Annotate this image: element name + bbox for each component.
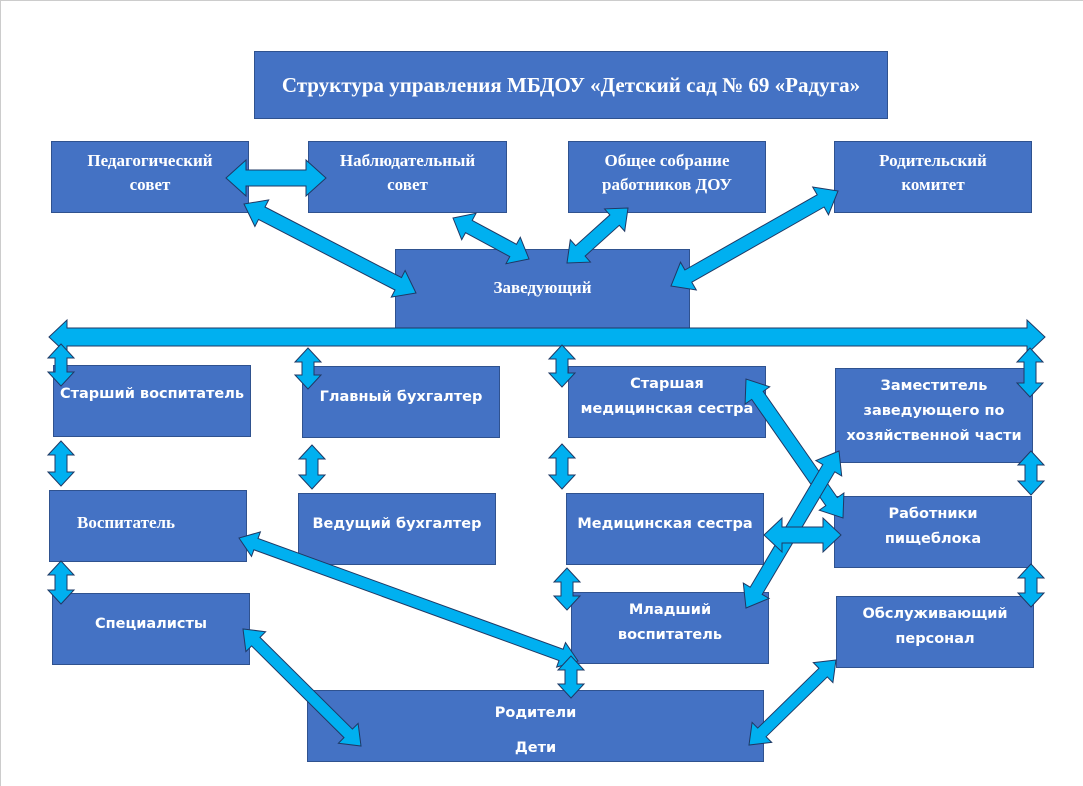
node-label-line: Заведующий: [493, 278, 592, 297]
node-junior-educator: Младший воспитатель: [571, 592, 769, 664]
node-senior-nurse: Старшая медицинская сестра: [568, 366, 766, 438]
node-specialists: Специалисты: [52, 593, 250, 665]
node-label-line: комитет: [901, 175, 965, 194]
node-label-line: пищеблока: [884, 531, 982, 547]
node-educator: Воспитатель: [49, 490, 247, 562]
arrow-senior-nurse-nurse: [547, 443, 577, 490]
node-label-line: Воспитатель: [77, 513, 176, 532]
node-label-line: Обслуживающий: [862, 606, 1008, 622]
diagram-title-text: Структура управления МБДОУ «Детский сад …: [281, 72, 861, 97]
node-label-line: Медицинская сестра: [577, 516, 753, 532]
node-label-line: Педагогический: [87, 151, 213, 170]
node-label-line: работников ДОУ: [602, 175, 732, 194]
node-parents-children: Родители Дети: [307, 690, 764, 762]
arrow-senior-educator-educator: [46, 440, 76, 487]
node-label-line: Родители: [494, 705, 577, 721]
node-label-line: заведующего по: [863, 403, 1005, 419]
node-service-staff: Обслуживающий персонал: [836, 596, 1034, 668]
node-label-line: Наблюдательный: [339, 151, 476, 170]
node-chief-accountant: Главный бухгалтер: [302, 366, 500, 438]
node-label-line: медицинская сестра: [580, 401, 754, 417]
node-label-line: Младший: [628, 602, 712, 618]
node-label-line: Старший воспитатель: [59, 386, 245, 402]
arrow-chief-leading-accountant: [297, 444, 327, 490]
node-label-line: Родительский: [879, 151, 987, 170]
node-kitchen-staff: Работники пищеблока: [834, 496, 1032, 568]
node-pedagogical-council: Педагогический совет: [51, 141, 249, 213]
node-supervisory-board: Наблюдательный совет: [308, 141, 507, 213]
node-label-line: Заместитель: [880, 378, 988, 394]
node-label-line: совет: [129, 175, 171, 194]
node-label-line: Ведущий бухгалтер: [312, 516, 482, 532]
node-general-meeting: Общее собрание работников ДОУ: [568, 141, 766, 213]
node-label-line: Работники: [888, 506, 978, 522]
node-label-line: персонал: [895, 631, 975, 647]
node-label-line: хозяйственной части: [846, 428, 1022, 444]
node-parent-committee: Родительский комитет: [834, 141, 1032, 213]
node-label-line: воспитатель: [617, 627, 723, 643]
node-senior-educator: Старший воспитатель: [53, 365, 251, 437]
node-leading-accountant: Ведущий бухгалтер: [298, 493, 496, 565]
node-label-line: Главный бухгалтер: [319, 389, 483, 405]
node-label-line: Общее собрание: [604, 151, 730, 170]
node-label-line: Дети: [514, 740, 557, 756]
node-label-line: Специалисты: [94, 616, 208, 632]
node-deputy-head-maintenance: Заместитель заведующего по хозяйственной…: [835, 368, 1033, 463]
node-nurse: Медицинская сестра: [566, 493, 764, 565]
arrow-nurse-kitchen: [763, 516, 842, 554]
node-label-line: совет: [387, 175, 428, 194]
diagram-title: Структура управления МБДОУ «Детский сад …: [254, 51, 888, 119]
arrow-ped-head: [243, 199, 417, 298]
node-label-line: Старшая: [630, 376, 704, 392]
node-head: Заведующий: [395, 249, 690, 331]
